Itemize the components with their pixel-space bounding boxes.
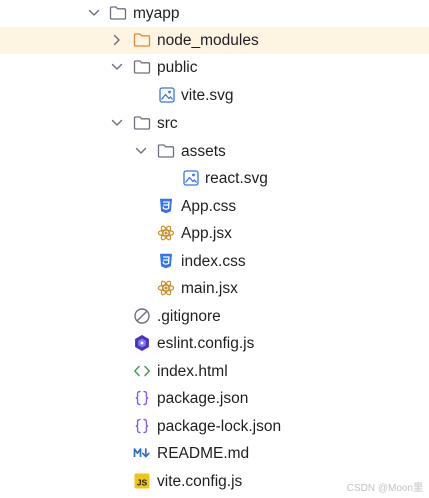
tree-item-label: README.md — [157, 445, 250, 462]
svg-text:JS: JS — [137, 477, 148, 487]
react-icon — [157, 280, 175, 296]
tree-item-vite-config[interactable]: JS vite.config.js — [0, 468, 429, 495]
tree-item-package-lock-json[interactable]: package-lock.json — [0, 413, 429, 440]
css-file-icon — [160, 253, 172, 269]
tree-item-label: .gitignore — [157, 308, 221, 325]
json-file-icon — [135, 418, 149, 434]
markdown-icon — [133, 448, 150, 458]
folder-icon — [109, 6, 127, 20]
tree-item-myapp[interactable]: myapp — [0, 0, 429, 27]
chevron-down-icon[interactable] — [87, 6, 101, 20]
tree-item-src[interactable]: src — [0, 110, 429, 137]
tree-item-label: myapp — [133, 5, 180, 22]
folder-icon — [157, 144, 175, 158]
tree-item-vite-svg[interactable]: vite.svg — [0, 82, 429, 109]
tree-item-public[interactable]: public — [0, 54, 429, 81]
eslint-icon — [135, 335, 149, 351]
tree-item-readme[interactable]: README.md — [0, 440, 429, 467]
tree-item-label: App.jsx — [181, 225, 232, 242]
html-file-icon — [134, 365, 150, 377]
tree-item-assets[interactable]: assets — [0, 138, 429, 165]
javascript-file-icon: JS — [134, 473, 150, 489]
tree-item-label: public — [157, 59, 198, 76]
chevron-down-icon[interactable] — [110, 60, 124, 74]
tree-item-eslint-config[interactable]: eslint.config.js — [0, 330, 429, 357]
tree-item-label: eslint.config.js — [157, 335, 255, 352]
css-file-icon — [160, 198, 172, 214]
tree-item-package-json[interactable]: package.json — [0, 385, 429, 412]
tree-item-index-html[interactable]: index.html — [0, 358, 429, 385]
tree-item-label: main.jsx — [181, 280, 238, 297]
ignore-file-icon — [134, 308, 150, 324]
tree-item-label: vite.config.js — [157, 473, 243, 490]
tree-item-label: src — [157, 115, 178, 132]
tree-item-main-jsx[interactable]: main.jsx — [0, 275, 429, 302]
tree-item-label: node_modules — [157, 32, 259, 49]
tree-item-label: react.svg — [205, 170, 268, 187]
folder-icon — [133, 116, 151, 130]
tree-item-label: package.json — [157, 390, 249, 407]
tree-item-index-css[interactable]: index.css — [0, 248, 429, 275]
tree-item-label: index.css — [181, 253, 246, 270]
folder-icon — [133, 60, 151, 74]
tree-item-label: vite.svg — [181, 87, 234, 104]
watermark: CSDN @Moon里 — [346, 483, 423, 494]
chevron-down-icon[interactable] — [110, 116, 124, 130]
react-icon — [157, 225, 175, 241]
chevron-down-icon[interactable] — [134, 144, 148, 158]
tree-item-app-jsx[interactable]: App.jsx — [0, 220, 429, 247]
tree-item-label: index.html — [157, 363, 228, 380]
tree-item-node-modules[interactable]: node_modules — [0, 27, 429, 54]
tree-item-app-css[interactable]: App.css — [0, 193, 429, 220]
excluded-folder-icon — [133, 33, 151, 47]
tree-item-react-svg[interactable]: react.svg — [0, 165, 429, 192]
image-file-icon — [183, 170, 199, 186]
tree-item-label: package-lock.json — [157, 418, 282, 435]
tree-item-label: App.css — [181, 198, 237, 215]
chevron-right-icon[interactable] — [110, 33, 124, 47]
json-file-icon — [135, 390, 149, 406]
image-file-icon — [159, 87, 175, 103]
tree-item-label: assets — [181, 143, 226, 160]
tree-item-gitignore[interactable]: .gitignore — [0, 303, 429, 330]
